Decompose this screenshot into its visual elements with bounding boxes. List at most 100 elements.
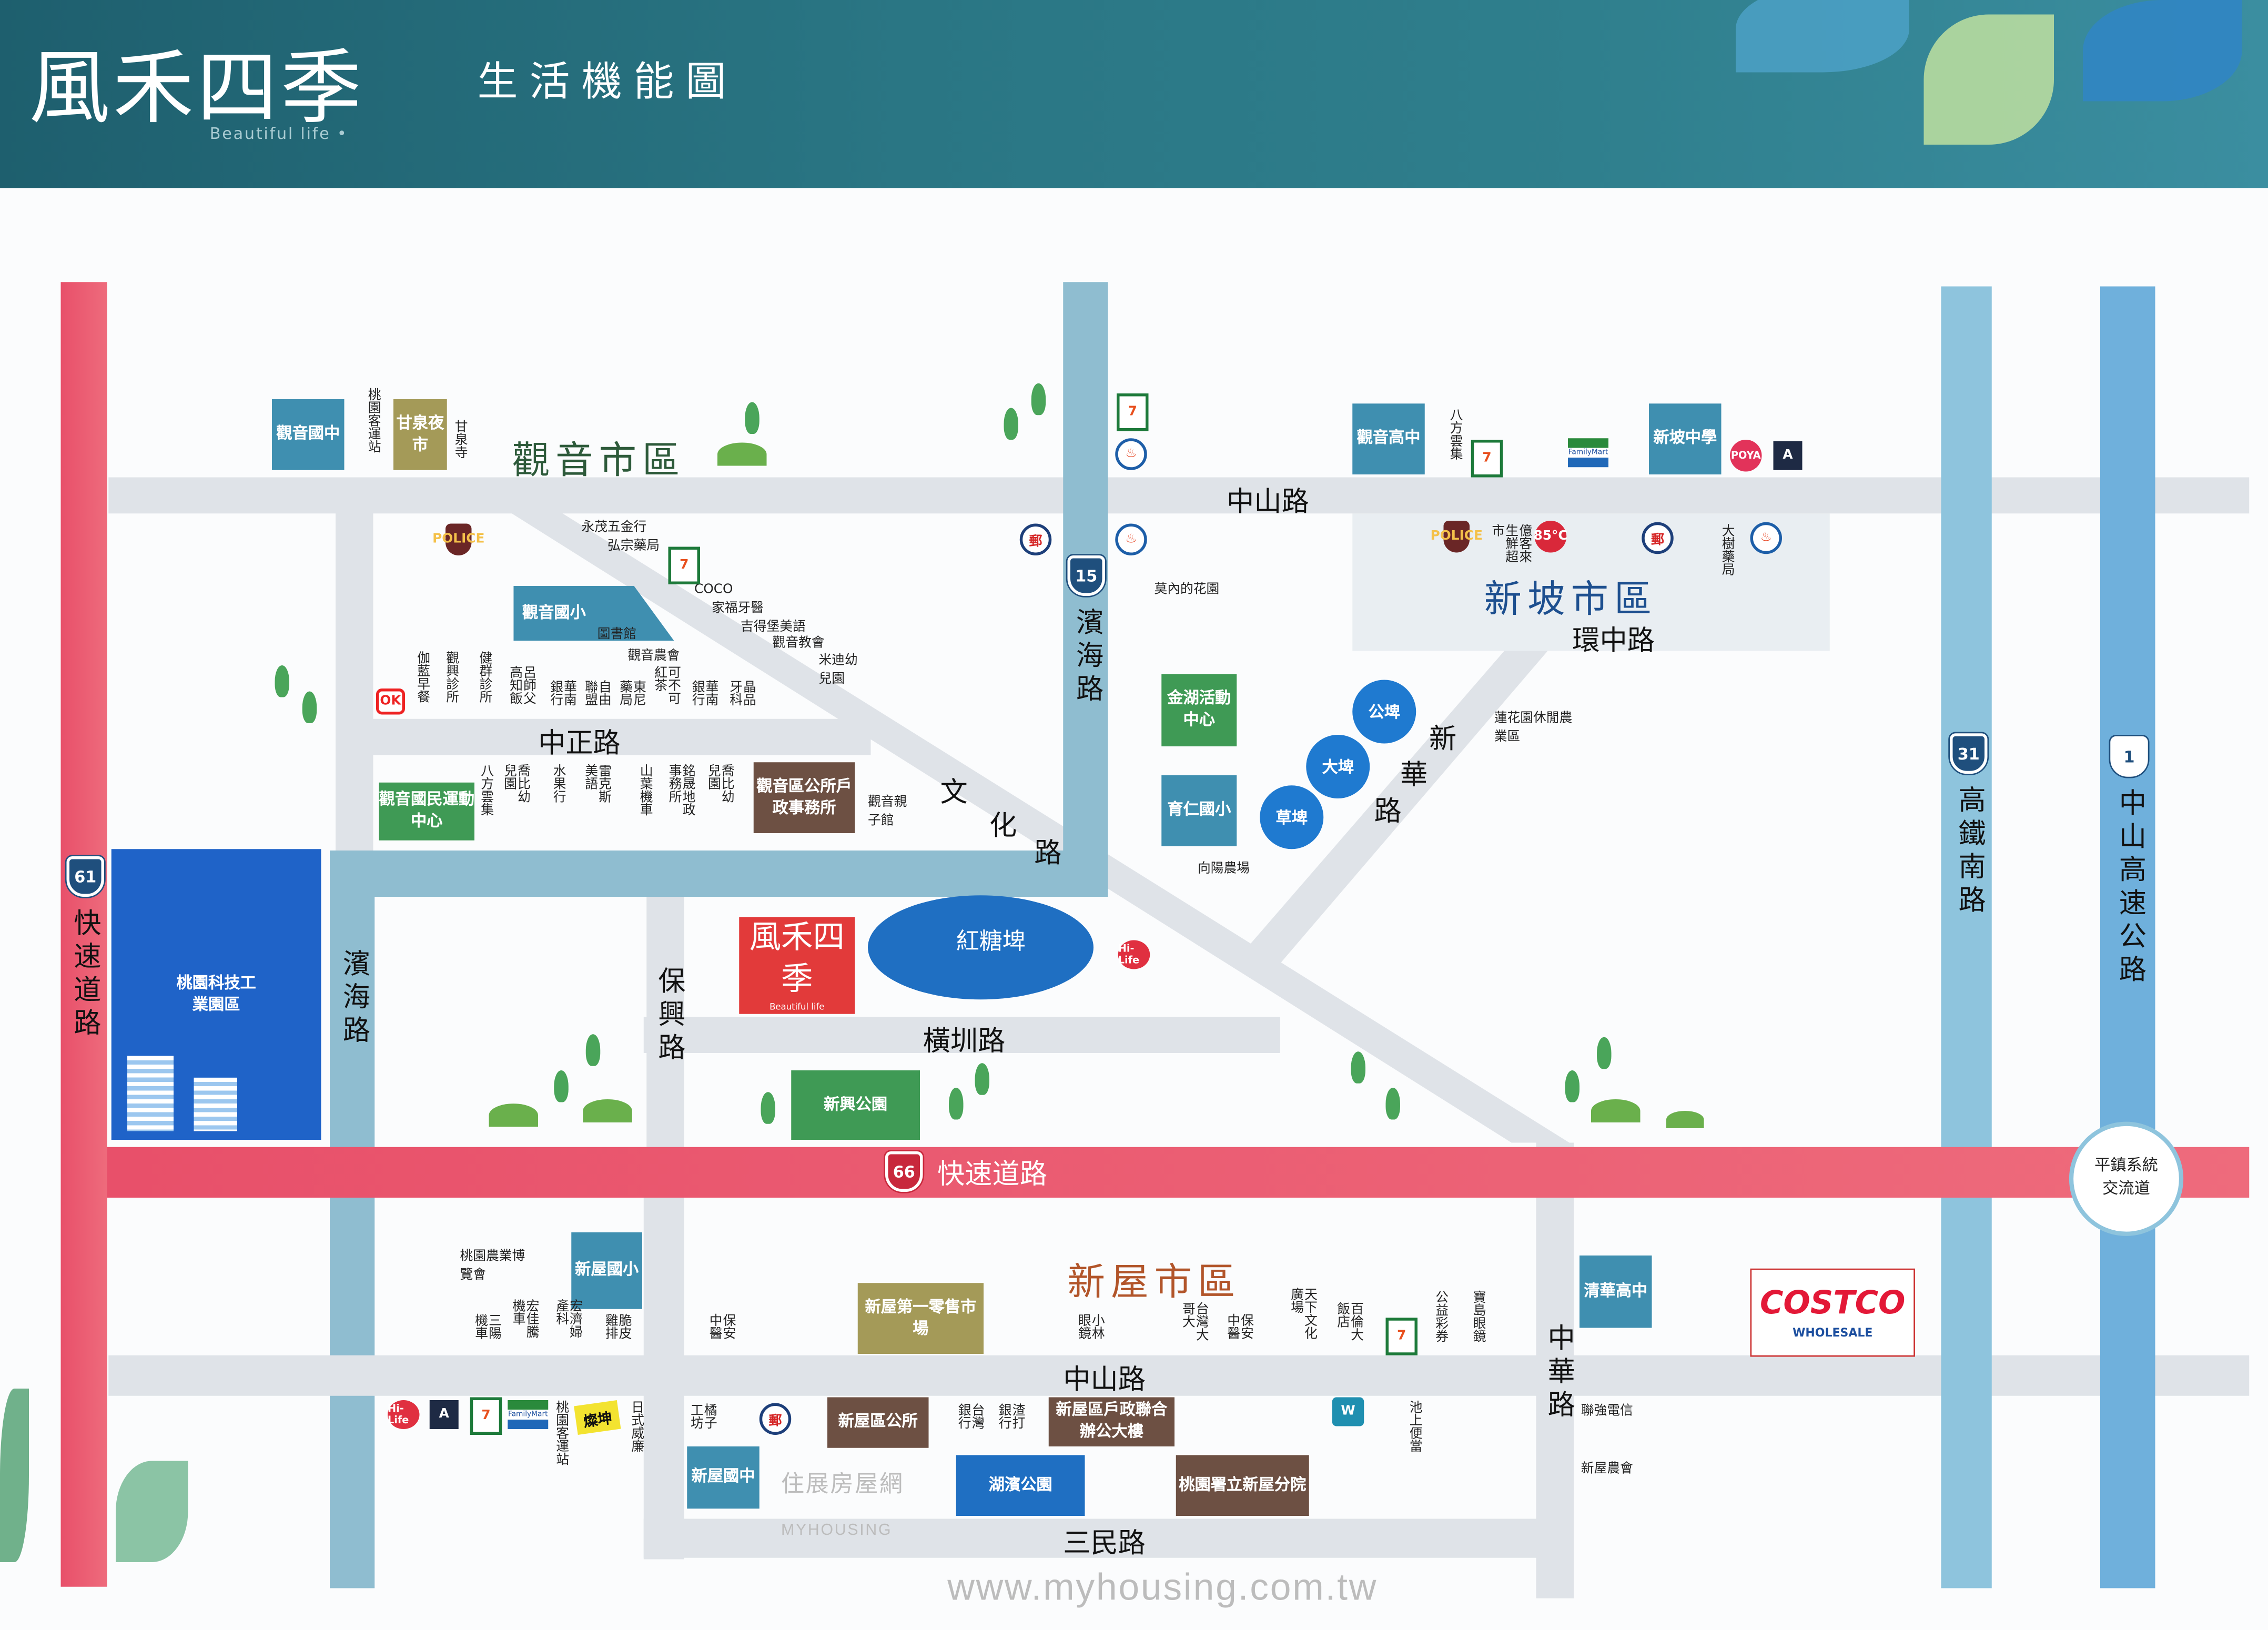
- poi: 米迪幼兒園: [818, 654, 858, 687]
- road-hsr-south: [1941, 286, 1992, 1588]
- poi: 華南銀行: [547, 680, 576, 706]
- poi: 家福牙醫: [712, 602, 764, 616]
- poi: 台灣銀行: [955, 1403, 984, 1430]
- road-west-inner: [336, 477, 373, 856]
- leaf-decoration: [1736, 0, 1909, 73]
- seven-eleven-icon: 7: [1117, 393, 1149, 431]
- bush-icon: [717, 442, 767, 466]
- tree-icon: [1031, 383, 1046, 416]
- hi-life-icon: Hi-Life: [1118, 940, 1150, 969]
- place-ganquan-market: 甘泉夜市: [393, 399, 447, 470]
- tree-icon: [585, 1034, 601, 1066]
- watermark-url: www.myhousing.com.tw: [947, 1565, 1378, 1609]
- poi: 寶島眼鏡: [1470, 1290, 1485, 1342]
- poya-icon: POYA: [1730, 440, 1762, 472]
- project-marker-sub: Beautiful life: [770, 1003, 825, 1013]
- poi: 宏佳騰機車: [510, 1299, 538, 1338]
- hi-life-icon: Hi-Life: [388, 1400, 420, 1429]
- poi: 新屋農會: [1581, 1462, 1633, 1477]
- poi: 橘子工坊: [687, 1403, 716, 1430]
- bush-icon: [583, 1099, 632, 1122]
- poi: 觀興診所: [443, 651, 458, 703]
- bush-icon: [1591, 1099, 1641, 1122]
- poi: 伽藍早餐: [414, 651, 429, 703]
- poi-bus-station: 桃園客運站: [365, 388, 380, 453]
- poi: 健群診所: [476, 651, 491, 703]
- poi: 華南銀行: [689, 680, 717, 706]
- road-label-sanmin: 三民路: [1063, 1527, 1146, 1560]
- tree-icon: [1385, 1088, 1400, 1120]
- poi: 保安中醫: [706, 1313, 735, 1340]
- tech-park-label: 桃園科技工業園區: [176, 973, 256, 1014]
- tree-icon: [761, 1092, 775, 1124]
- route-15-shield-icon: 15: [1067, 555, 1105, 596]
- road-label-xinhua-2: 華: [1400, 759, 1428, 792]
- road-hengzhen: [643, 1017, 1280, 1053]
- poi: COCO: [694, 583, 733, 598]
- lake-label: 紅糖埤: [956, 927, 1026, 955]
- project-marker-name: 風禾四季: [749, 919, 845, 999]
- leaf-decoration: [1923, 14, 2054, 145]
- road-label-wenhua-3: 路: [1034, 837, 1062, 869]
- poi: 桃園客運站: [553, 1400, 568, 1465]
- poi: 觀音教會: [772, 636, 825, 651]
- poi: 八方雲集: [1447, 408, 1462, 460]
- route-61-shield-icon: 61: [66, 856, 104, 897]
- seven-eleven-icon: 7: [470, 1397, 502, 1435]
- building-icon: [127, 1056, 174, 1131]
- poi: 八方雲集: [478, 764, 493, 816]
- poi: 永茂五金行: [581, 521, 647, 535]
- place-xinwu-es: 新屋國小: [571, 1232, 642, 1309]
- poi: 宏濟婦產科: [553, 1299, 582, 1338]
- poi: 聯強電信: [1581, 1404, 1633, 1419]
- road-label-binhai-north: 濱海路: [1071, 608, 1104, 707]
- road-expressway-66: [107, 1147, 2250, 1198]
- interchange-label: 平鎮系統交流道: [2094, 1156, 2158, 1198]
- tree-icon: [275, 665, 289, 697]
- tree-icon: [1004, 408, 1018, 440]
- costco-name: COSTCO: [1759, 1286, 1906, 1323]
- poi: 觀音親子館: [868, 795, 907, 829]
- tree-icon: [1351, 1051, 1365, 1084]
- poi: 台灣大哥大: [1179, 1302, 1208, 1341]
- road-baoxing: [646, 897, 684, 1150]
- post-office-icon: 郵: [1642, 522, 1674, 554]
- poi: 呂師父高知飯: [507, 665, 535, 705]
- poi: 公益彩券: [1432, 1290, 1447, 1342]
- poi: 喬比幼兒園: [501, 764, 530, 803]
- road-label-zhonghua: 中華路: [1543, 1323, 1575, 1423]
- leaf-decoration: [2083, 0, 2242, 102]
- poi: 可不可紅茶: [651, 665, 680, 705]
- poi: 山葉機車: [637, 764, 652, 816]
- route-1-shield-icon: 1: [2110, 736, 2148, 777]
- road-zhongshan-top: [108, 477, 2250, 514]
- poi: 天下文化廣場: [1288, 1287, 1317, 1340]
- poi: 喬比幼兒園: [705, 764, 733, 803]
- bush-icon: [489, 1103, 538, 1127]
- poi: 億客來生鮮超市: [1489, 523, 1531, 563]
- road-zhonghua: [1536, 1142, 1574, 1598]
- route-31-shield-icon: 31: [1950, 733, 1988, 774]
- route-66-shield-icon: 66: [885, 1151, 923, 1192]
- watermark-brand: 住展房屋網: [781, 1472, 904, 1497]
- place-xinwu-hospital: 桃園署立新屋分院: [1176, 1455, 1309, 1516]
- road-label-hsr-south: 高鐵南路: [1954, 785, 1986, 919]
- road-freeway-1: [2100, 286, 2155, 1588]
- pond-caopi: 草埤: [1260, 785, 1324, 849]
- poi-ganquan-temple: 甘泉寺: [452, 419, 467, 459]
- poi: 小林眼鏡: [1075, 1313, 1103, 1340]
- place-xinwu-district-office: 新屋區公所: [827, 1397, 929, 1448]
- tree-icon: [745, 402, 760, 434]
- road-binhai-bend: [330, 851, 1108, 897]
- road-label-expressway-61: 快速道路: [69, 908, 102, 1041]
- bush-icon: [1666, 1111, 1704, 1128]
- road-label-huanzhong: 環中路: [1572, 625, 1655, 657]
- watermark-brand-en: MYHOUSING: [781, 1522, 893, 1539]
- police-icon: POLICE: [432, 523, 484, 555]
- place-xinwu-household-office: 新屋區戶政聯合辦公大樓: [1048, 1397, 1174, 1446]
- tree-icon: [302, 691, 317, 723]
- place-xinpo-jh: 新坡中學: [1649, 403, 1722, 474]
- place-xinwu-market: 新屋第一零售市場: [857, 1283, 984, 1354]
- road-zhongshan-bottom: [108, 1355, 2250, 1396]
